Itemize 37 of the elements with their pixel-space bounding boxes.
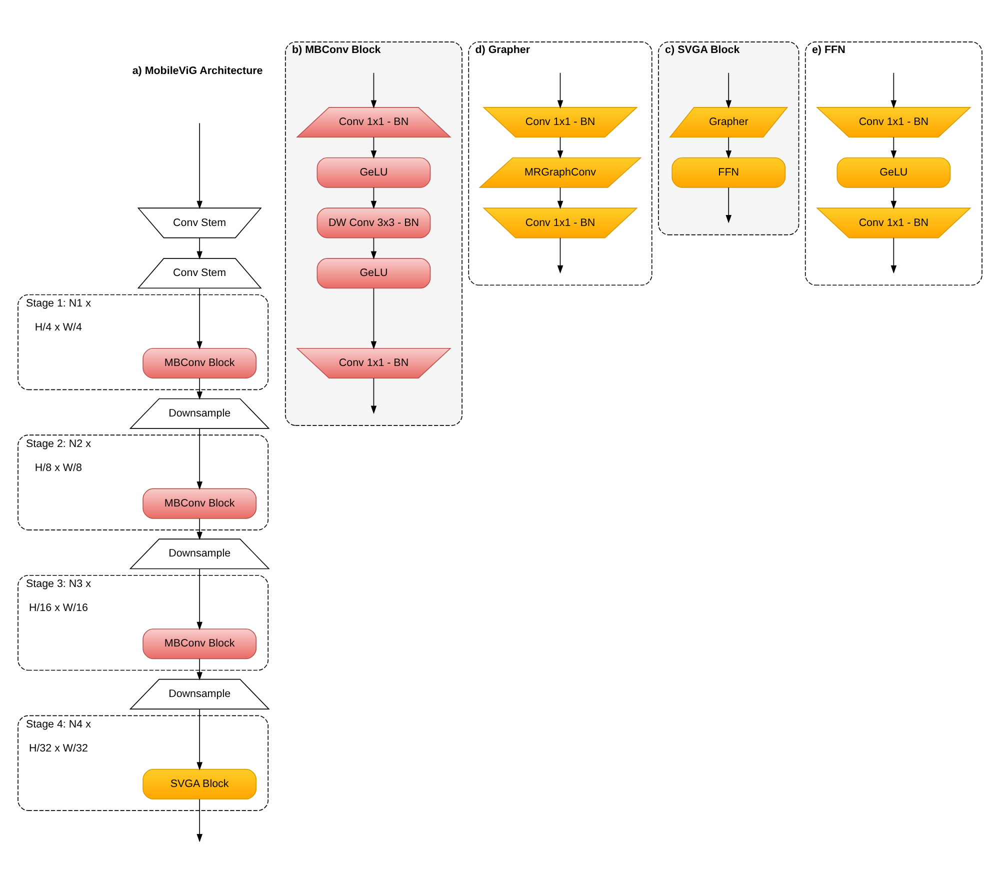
arrow	[196, 122, 202, 210]
arrow	[557, 237, 564, 274]
arrow	[196, 428, 202, 490]
node-box: GeLU	[316, 258, 431, 289]
label: a) MobileViG Architecture	[132, 64, 263, 77]
node-box: DW Conv 3x3 - BN	[316, 208, 431, 238]
arrow	[196, 518, 202, 540]
arrow	[726, 187, 732, 224]
node-box: MBConv Block	[142, 628, 257, 660]
node-box: GeLU	[316, 157, 431, 188]
node-box: GeLU	[836, 157, 951, 188]
arrow	[370, 288, 377, 350]
node-box: MBConv Block	[142, 488, 257, 519]
arrow	[370, 237, 377, 260]
arrow	[196, 798, 202, 842]
arrow	[370, 72, 377, 109]
node-box: SVGA Block	[142, 768, 257, 800]
arrow	[726, 136, 732, 159]
arrow	[196, 708, 202, 770]
arrow	[890, 136, 897, 159]
arrow	[890, 187, 897, 210]
arrow	[196, 237, 202, 260]
node-box: FFN	[672, 157, 786, 188]
arrow	[196, 288, 202, 350]
arrow	[196, 378, 202, 400]
arrow	[370, 136, 377, 159]
arrow	[196, 568, 202, 630]
arrow	[890, 72, 897, 109]
arrow	[370, 378, 377, 414]
arrow	[196, 658, 202, 680]
arrow	[557, 187, 564, 210]
arrow	[370, 187, 377, 210]
arrow	[557, 136, 564, 159]
arrow	[557, 72, 564, 109]
arrow	[890, 237, 897, 274]
arrow	[726, 72, 732, 109]
node-box: MBConv Block	[142, 348, 257, 379]
